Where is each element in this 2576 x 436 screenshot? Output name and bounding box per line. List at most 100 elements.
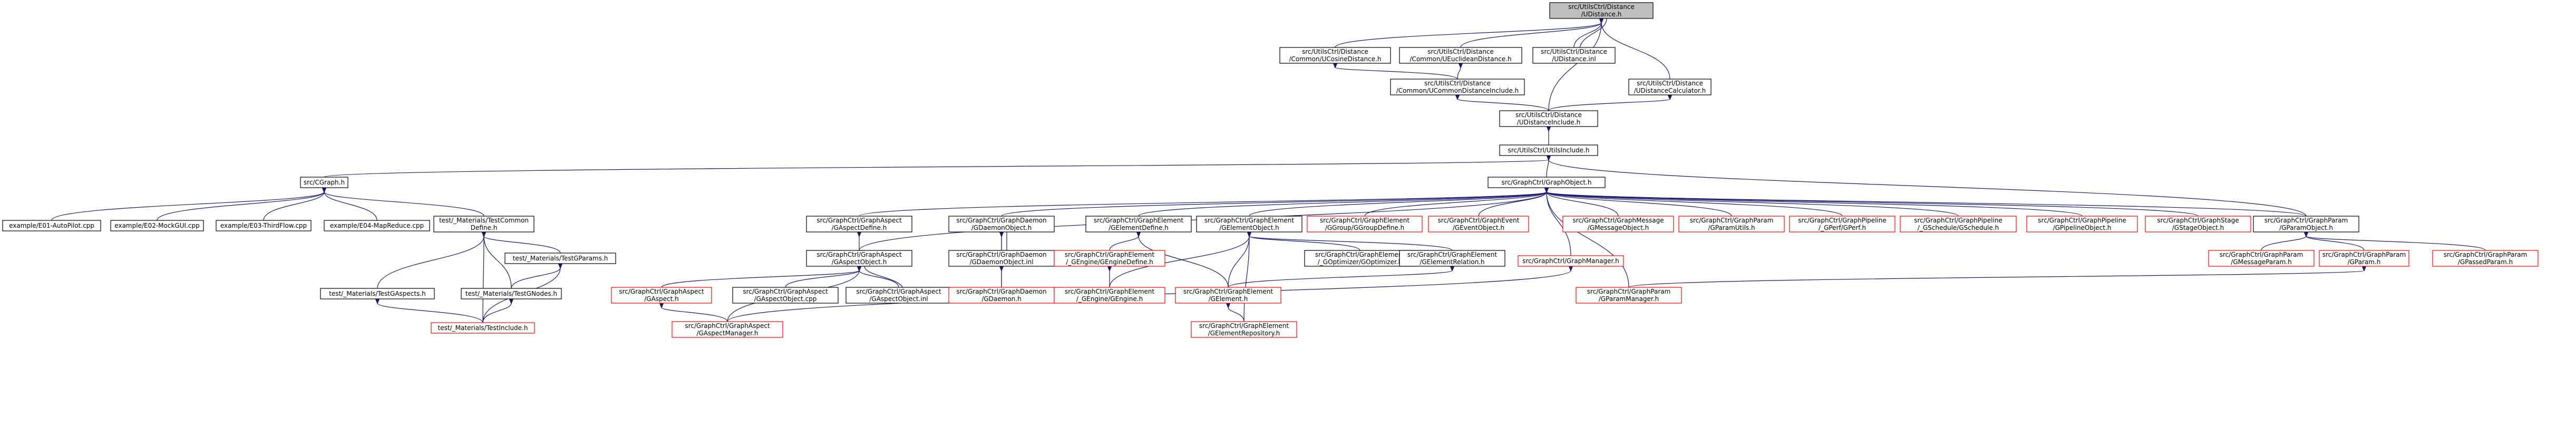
node-label: /GElementRepository.h: [1208, 330, 1280, 337]
edge-distinc-to-cominc: [1457, 99, 1549, 111]
node-aspdef[interactable]: src/GraphCtrl/GraphAspect/GAspectDefine.…: [806, 216, 912, 232]
node-evtobj[interactable]: src/GraphCtrl/GraphEvent/GEventObject.h: [1428, 216, 1529, 232]
node-box: [504, 253, 616, 264]
edge-engdef-to-eledef: [1109, 236, 1139, 251]
node-label: /GStageObject.h: [2172, 224, 2224, 231]
node-gparam[interactable]: src/GraphCtrl/GraphParam/GParam.h: [2319, 250, 2409, 267]
edge-e01-to-cgraph: [51, 192, 324, 221]
node-pmsg[interactable]: src/GraphCtrl/GraphParam/GMessageParam.h: [2208, 250, 2315, 267]
node-e04[interactable]: example/E04-MapReduce.cpp: [324, 220, 430, 231]
node-label: src/GraphCtrl/GraphAspect: [816, 217, 902, 224]
node-label: /GEventObject.h: [1453, 224, 1504, 231]
node-box: [845, 287, 952, 304]
node-cgraph[interactable]: src/CGraph.h: [300, 177, 348, 188]
node-label: example/E03-ThirdFlow.cpp: [220, 222, 307, 229]
node-aspinl[interactable]: src/GraphCtrl/GraphAspect/GAspectObject.…: [845, 287, 952, 304]
node-gaspect[interactable]: src/GraphCtrl/GraphAspect/GAspect.h: [611, 287, 712, 304]
node-box: [1279, 47, 1391, 64]
edge-cominc-to-cosine: [1335, 67, 1458, 80]
node-cominc[interactable]: src/UtilsCtrl/Distance/Common/UCommonDis…: [1390, 79, 1525, 95]
node-perf[interactable]: src/GraphCtrl/GraphPipeline/_GPerf/GPerf…: [1789, 216, 1895, 232]
edge-cosine-to-root: [1335, 23, 1601, 48]
node-label: /GDaemonObject.inl: [969, 258, 1033, 266]
node-elerepo[interactable]: src/GraphCtrl/GraphElement/GElementRepos…: [1191, 321, 1297, 338]
node-box: [1532, 47, 1616, 64]
node-euclid[interactable]: src/UtilsCtrl/Distance/Common/UEuclidean…: [1399, 47, 1522, 64]
node-box: [2026, 216, 2138, 232]
node-box: [2432, 250, 2539, 267]
node-inl[interactable]: src/UtilsCtrl/Distance/UDistance.inl: [1532, 47, 1616, 64]
node-label: src/GraphCtrl/GraphAspect: [856, 288, 941, 295]
node-taspects[interactable]: test/_Materials/TestGAspects.h: [320, 288, 435, 299]
node-gengine[interactable]: src/GraphCtrl/GraphElement/_GEngine/GEng…: [1054, 287, 1165, 304]
node-label: src/GraphCtrl/GraphPipeline: [2038, 217, 2126, 224]
node-aspcpp[interactable]: src/GraphCtrl/GraphAspect/GAspectObject.…: [732, 287, 839, 304]
node-tparams[interactable]: test/_Materials/TestGParams.h: [504, 253, 616, 264]
node-optim[interactable]: src/GraphCtrl/GraphElement/_GOptimizer/G…: [1304, 250, 1416, 267]
node-box: [2253, 216, 2359, 232]
node-ppass[interactable]: src/GraphCtrl/GraphParam/GPassedParam.h: [2432, 250, 2539, 267]
node-label: /Common/UEuclideanDistance.h: [1409, 55, 1511, 63]
node-gmgr[interactable]: src/GraphCtrl/GraphManager.h: [1518, 255, 1624, 267]
node-label: /GPassedParam.h: [2458, 258, 2513, 266]
edge-e04-to-cgraph: [324, 192, 377, 221]
node-box: [1054, 287, 1165, 304]
node-box: [1307, 216, 1423, 232]
node-distinc[interactable]: src/UtilsCtrl/Distance/UDistanceInclude.…: [1499, 110, 1598, 127]
node-box: [2145, 216, 2251, 232]
node-label: /UDistance.inl: [1552, 55, 1596, 63]
node-tinclude[interactable]: test/_Materials/TestInclude.h: [431, 322, 535, 334]
node-aspobj[interactable]: src/GraphCtrl/GraphAspect/GAspectObject.…: [806, 250, 912, 267]
node-parobj[interactable]: src/GraphCtrl/GraphParam/GParamObject.h: [2253, 216, 2359, 232]
node-box: [461, 288, 562, 299]
node-msgobj[interactable]: src/GraphCtrl/GraphMessage/GMessageObjec…: [1562, 216, 1674, 232]
node-calc[interactable]: src/UtilsCtrl/Distance/UDistanceCalculat…: [1628, 79, 1712, 95]
node-e01[interactable]: example/E01-AutoPilot.cpp: [2, 220, 101, 231]
node-daeinl[interactable]: src/GraphCtrl/GraphDaemon/GDaemonObject.…: [948, 250, 1055, 267]
node-daeobj[interactable]: src/GraphCtrl/GraphDaemon/GDaemonObject.…: [948, 216, 1055, 232]
node-stage[interactable]: src/GraphCtrl/GraphStage/GStageObject.h: [2145, 216, 2251, 232]
node-label: test/_Materials/TestGAspects.h: [329, 290, 426, 297]
node-label: /GElement.h: [1209, 295, 1248, 303]
edge-parobj-to-utilsinc: [1549, 160, 2307, 217]
node-label: /GElementDefine.h: [1109, 224, 1169, 231]
node-putils[interactable]: src/GraphCtrl/GraphParam/GParamUtils.h: [1678, 216, 1785, 232]
node-gelement[interactable]: src/GraphCtrl/GraphElement/GElement.h: [1175, 287, 1281, 304]
node-gobj[interactable]: src/GraphCtrl/GraphObject.h: [1488, 177, 1606, 188]
node-eleobj[interactable]: src/GraphCtrl/GraphElement/GElementObjec…: [1196, 216, 1302, 232]
node-tnodes[interactable]: test/_Materials/TestGNodes.h: [461, 288, 562, 299]
node-label: /_GEngine/GEngineDefine.h: [1066, 258, 1153, 266]
node-cosine[interactable]: src/UtilsCtrl/Distance/Common/UCosineDis…: [1279, 47, 1391, 64]
node-box: [806, 216, 912, 232]
node-box: [1304, 250, 1416, 267]
node-box: [110, 220, 204, 231]
node-label: /_GPerf/GPerf.h: [1819, 224, 1866, 231]
edge-optim-to-eleobj: [1249, 236, 1360, 251]
node-gdaemon[interactable]: src/GraphCtrl/GraphDaemon/GDaemon.h: [948, 287, 1055, 304]
node-grpdef[interactable]: src/GraphCtrl/GraphElement/GGroup/GGroup…: [1307, 216, 1423, 232]
node-box: [732, 287, 839, 304]
node-label: test/_Materials/TestGParams.h: [513, 255, 608, 262]
node-eledef[interactable]: src/GraphCtrl/GraphElement/GElementDefin…: [1085, 216, 1192, 232]
edge-gparam-to-parobj: [2306, 236, 2365, 251]
node-elerel[interactable]: src/GraphCtrl/GraphElement/GElementRelat…: [1399, 250, 1505, 267]
node-label: test/_Materials/TestGNodes.h: [465, 290, 557, 297]
edge-gelement-to-elerel: [1228, 270, 1452, 288]
node-utilsinc[interactable]: src/UtilsCtrl/UtilsInclude.h: [1499, 144, 1598, 156]
node-aspmgr[interactable]: src/GraphCtrl/GraphAspect/GAspectManager…: [672, 321, 783, 338]
node-root[interactable]: src/UtilsCtrl/Distance/UDistance.h: [1549, 2, 1654, 19]
edges: [51, 18, 2486, 323]
node-sched[interactable]: src/GraphCtrl/GraphPipeline/_GSchedule/G…: [1900, 216, 2017, 232]
edge-elerepo-to-gelement: [1228, 307, 1245, 322]
node-e02[interactable]: example/E02-MockGUI.cpp: [110, 220, 204, 231]
node-box: [1196, 216, 1302, 232]
node-label: src/GraphCtrl/GraphAspect: [685, 322, 770, 330]
node-label: src/GraphCtrl/GraphElement: [1065, 288, 1155, 295]
node-label: src/GraphCtrl/GraphDaemon: [956, 288, 1046, 295]
node-pmgr[interactable]: src/GraphCtrl/GraphParam/GParamManager.h: [1576, 287, 1682, 304]
node-e03[interactable]: example/E03-ThirdFlow.cpp: [216, 220, 312, 231]
node-box: [1085, 216, 1192, 232]
node-pipeobj[interactable]: src/GraphCtrl/GraphPipeline/GPipelineObj…: [2026, 216, 2138, 232]
node-engdef[interactable]: src/GraphCtrl/GraphElement/_GEngine/GEng…: [1054, 250, 1165, 267]
